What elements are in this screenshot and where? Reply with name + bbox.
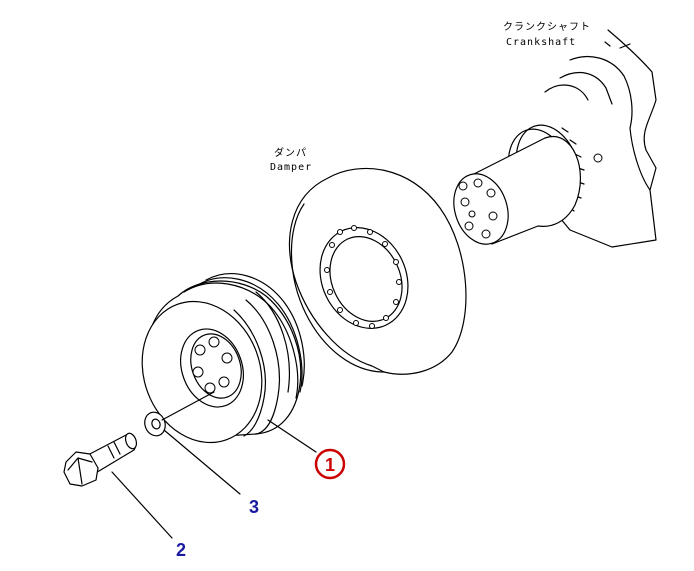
callout-1: 1 (314, 448, 346, 480)
crankshaft-label-jp: クランクシャフト (503, 21, 591, 33)
bolt-part (63, 432, 138, 487)
crankshaft-bolt-holes (458, 178, 498, 239)
pulley-bolt-holes (192, 336, 233, 394)
callout-1-number: 1 (325, 455, 335, 475)
callout-2-number: 2 (176, 540, 186, 560)
pulley-part (141, 273, 305, 444)
gear-teeth (561, 127, 585, 212)
callout-1-circle (314, 448, 346, 480)
damper-bolt-holes (324, 225, 402, 329)
crankshaft-part (453, 29, 657, 248)
damper-label-en: Damper (270, 162, 312, 173)
damper-part (289, 167, 467, 375)
damper-label-jp: ダンパ (274, 146, 307, 159)
leader-lines (111, 391, 317, 539)
callout-3-number: 3 (249, 497, 259, 517)
washer-part (144, 411, 166, 437)
crankshaft-label-en: Crankshaft (506, 37, 576, 48)
